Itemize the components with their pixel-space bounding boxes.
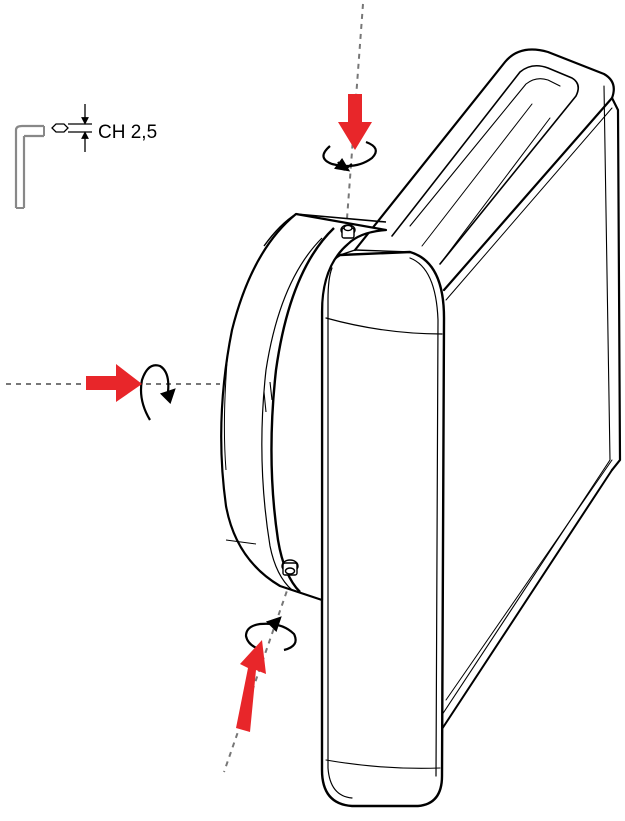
rotate-arrow-bottom-icon — [244, 616, 297, 652]
allen-key-icon — [14, 124, 45, 209]
push-arrow-top-icon — [338, 94, 372, 150]
screw-top — [340, 224, 356, 239]
push-arrow-bottom-icon — [236, 640, 266, 732]
device-housing — [320, 48, 622, 808]
rotate-arrow-top-icon — [322, 140, 377, 172]
rotate-arrow-left-icon — [139, 364, 176, 421]
push-arrow-left-icon — [86, 364, 142, 402]
screw-bottom — [281, 559, 299, 576]
hex-key-size-label: CH 2,5 — [98, 122, 157, 143]
round-cover-ring — [220, 212, 388, 602]
hex-size-indicator — [51, 104, 92, 152]
